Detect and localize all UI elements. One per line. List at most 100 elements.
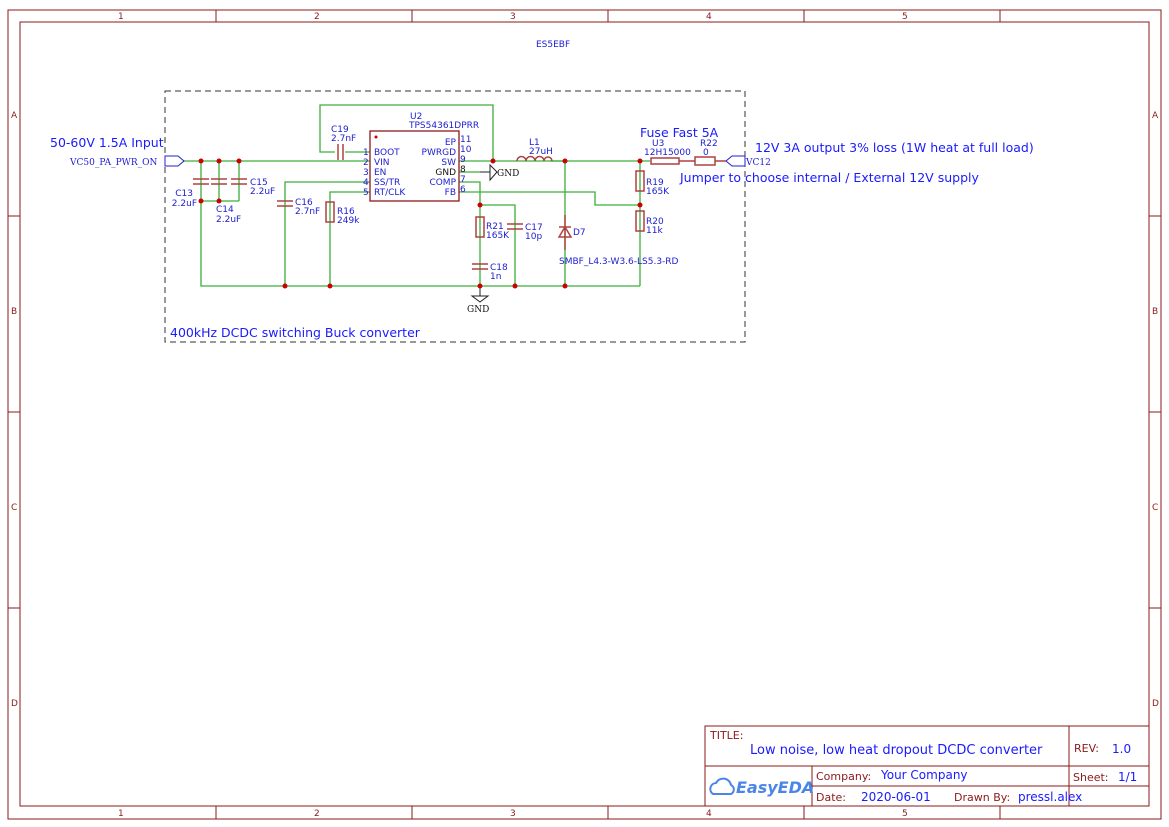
col-label: 1	[118, 12, 124, 22]
resistor-r19[interactable]: R19 165K	[635, 170, 670, 197]
pin-num: 11	[460, 135, 471, 145]
resistor-r21[interactable]: R21 165K	[475, 216, 510, 241]
pin-name: COMP	[429, 178, 456, 188]
pin-name: SW	[441, 158, 456, 168]
ic-ref: U2	[410, 112, 422, 122]
value: 2.7nF	[295, 207, 320, 217]
capacitor-c13[interactable]: C13 2.2uF	[172, 178, 209, 209]
value: SMBF_L4.3-W3.6-LS5.3-RD	[559, 257, 679, 267]
value: 2.7nF	[331, 134, 356, 144]
jumper-annotation: Jumper to choose internal / External 12V…	[679, 170, 979, 185]
pin-name: GND	[435, 168, 456, 178]
capacitor-c18[interactable]: C18 1n	[472, 263, 508, 282]
row-label: D	[11, 699, 18, 709]
pin-num: 9	[460, 155, 466, 165]
logo-text: EasyEDA	[736, 778, 814, 797]
row-label: C	[11, 503, 17, 513]
drawn-by-label: Drawn By:	[954, 791, 1010, 804]
col-label: 3	[510, 809, 516, 819]
pin-num: 1	[363, 148, 369, 158]
capacitor-c15[interactable]: C15 2.2uF	[231, 178, 275, 197]
drawn-by-value: pressl.alex	[1018, 790, 1082, 804]
pin-name: VIN	[374, 158, 390, 168]
junction-dots	[198, 158, 643, 289]
ref: R22	[700, 139, 718, 149]
col-label: 2	[314, 12, 320, 22]
ref: R16	[337, 207, 355, 217]
row-label: A	[11, 111, 18, 121]
pin-name: PWRGD	[422, 148, 457, 158]
value: 2.2uF	[250, 187, 275, 197]
input-port	[164, 155, 185, 167]
input-net-label: VC50_PA_PWR_ON	[69, 158, 158, 168]
rev-label: REV:	[1074, 742, 1099, 755]
capacitor-c14[interactable]: C14 2.2uF	[211, 178, 241, 225]
pin-name: EN	[374, 168, 386, 178]
gnd-label: GND	[467, 305, 489, 315]
col-label: 4	[706, 809, 712, 819]
fuse-annotation: Fuse Fast 5A	[640, 125, 719, 140]
ref: C14	[216, 205, 234, 215]
ic-u2[interactable]: U2 TPS54361DPRR 1 BOOT 2 VIN 3 EN 4 SS/T…	[363, 112, 479, 202]
col-label: 1	[118, 809, 124, 819]
pin-name: RT/CLK	[374, 188, 406, 198]
pin-num: 3	[363, 168, 369, 178]
ref: C15	[250, 178, 268, 188]
title-label: TITLE:	[709, 729, 743, 742]
col-label: 5	[902, 809, 908, 819]
pin-num: 6	[460, 185, 466, 195]
ref: C19	[331, 125, 349, 135]
block-label: 400kHz DCDC switching Buck converter	[170, 325, 421, 340]
sheet-value: 1/1	[1118, 770, 1137, 784]
capacitor-c19[interactable]: C19 2.7nF	[331, 125, 356, 160]
value: 2.2uF	[172, 199, 197, 209]
value: 12H15000	[644, 148, 691, 158]
col-label: 4	[706, 12, 712, 22]
pin-num: 10	[460, 145, 472, 155]
top-label: ES5EBF	[536, 40, 570, 50]
pin-num: 5	[363, 188, 369, 198]
row-labels: A B C D A B C D	[11, 111, 1159, 709]
ref: R20	[646, 217, 664, 227]
col-label: 5	[902, 12, 908, 22]
ref: C18	[490, 263, 508, 273]
capacitor-c16[interactable]: C16 2.7nF	[277, 198, 320, 217]
pin-num: 4	[363, 178, 369, 188]
company-label: Company:	[816, 770, 871, 783]
ref: D7	[573, 228, 586, 238]
value: 11k	[646, 226, 663, 236]
title-value: Low noise, low heat dropout DCDC convert…	[750, 743, 1043, 758]
resistor-r16[interactable]: R16 249k	[325, 201, 360, 226]
company-value: Your Company	[880, 768, 968, 782]
row-label: B	[1152, 307, 1158, 317]
row-label: A	[1152, 111, 1159, 121]
row-label: B	[11, 307, 17, 317]
input-annotation: 50-60V 1.5A Input	[50, 135, 164, 150]
fuse-u3[interactable]: U3 12H15000	[644, 139, 695, 165]
column-labels-bottom: 1 2 3 4 5	[118, 809, 908, 819]
resistor-r20[interactable]: R20 11k	[635, 210, 664, 236]
ref: C17	[525, 223, 543, 233]
value: 249k	[337, 216, 360, 226]
pin-name: BOOT	[374, 148, 400, 158]
ref: C16	[295, 198, 313, 208]
sheet-frame: 1 2 3 4 5 1 2 3 4 5 A B C D A B C D	[7, 9, 1162, 820]
pin-name: FB	[445, 188, 456, 198]
resistor-r22[interactable]: R22 0	[694, 139, 718, 166]
ref: C13	[175, 189, 193, 199]
output-net-label: VC12	[745, 158, 771, 168]
inductor-l1[interactable]: L1 27uH	[516, 138, 553, 162]
capacitor-c17[interactable]: C17 10p	[507, 223, 543, 242]
ref: L1	[529, 138, 540, 148]
diode-d7[interactable]: D7 SMBF_L4.3-W3.6-LS5.3-RD	[557, 215, 679, 267]
value: 1n	[490, 272, 501, 282]
pin-name: EP	[445, 138, 457, 148]
ref: R21	[486, 222, 504, 232]
value: 2.2uF	[216, 215, 241, 225]
title-block: TITLE: Low noise, low heat dropout DCDC …	[704, 725, 1150, 807]
output-annotation: 12V 3A output 3% loss (1W heat at full l…	[755, 140, 1034, 155]
ic-left-pins: 1 BOOT 2 VIN 3 EN 4 SS/TR 5 RT/CLK	[363, 148, 406, 198]
value: 165K	[486, 231, 510, 241]
gnd-symbol-1: GND	[480, 163, 519, 182]
